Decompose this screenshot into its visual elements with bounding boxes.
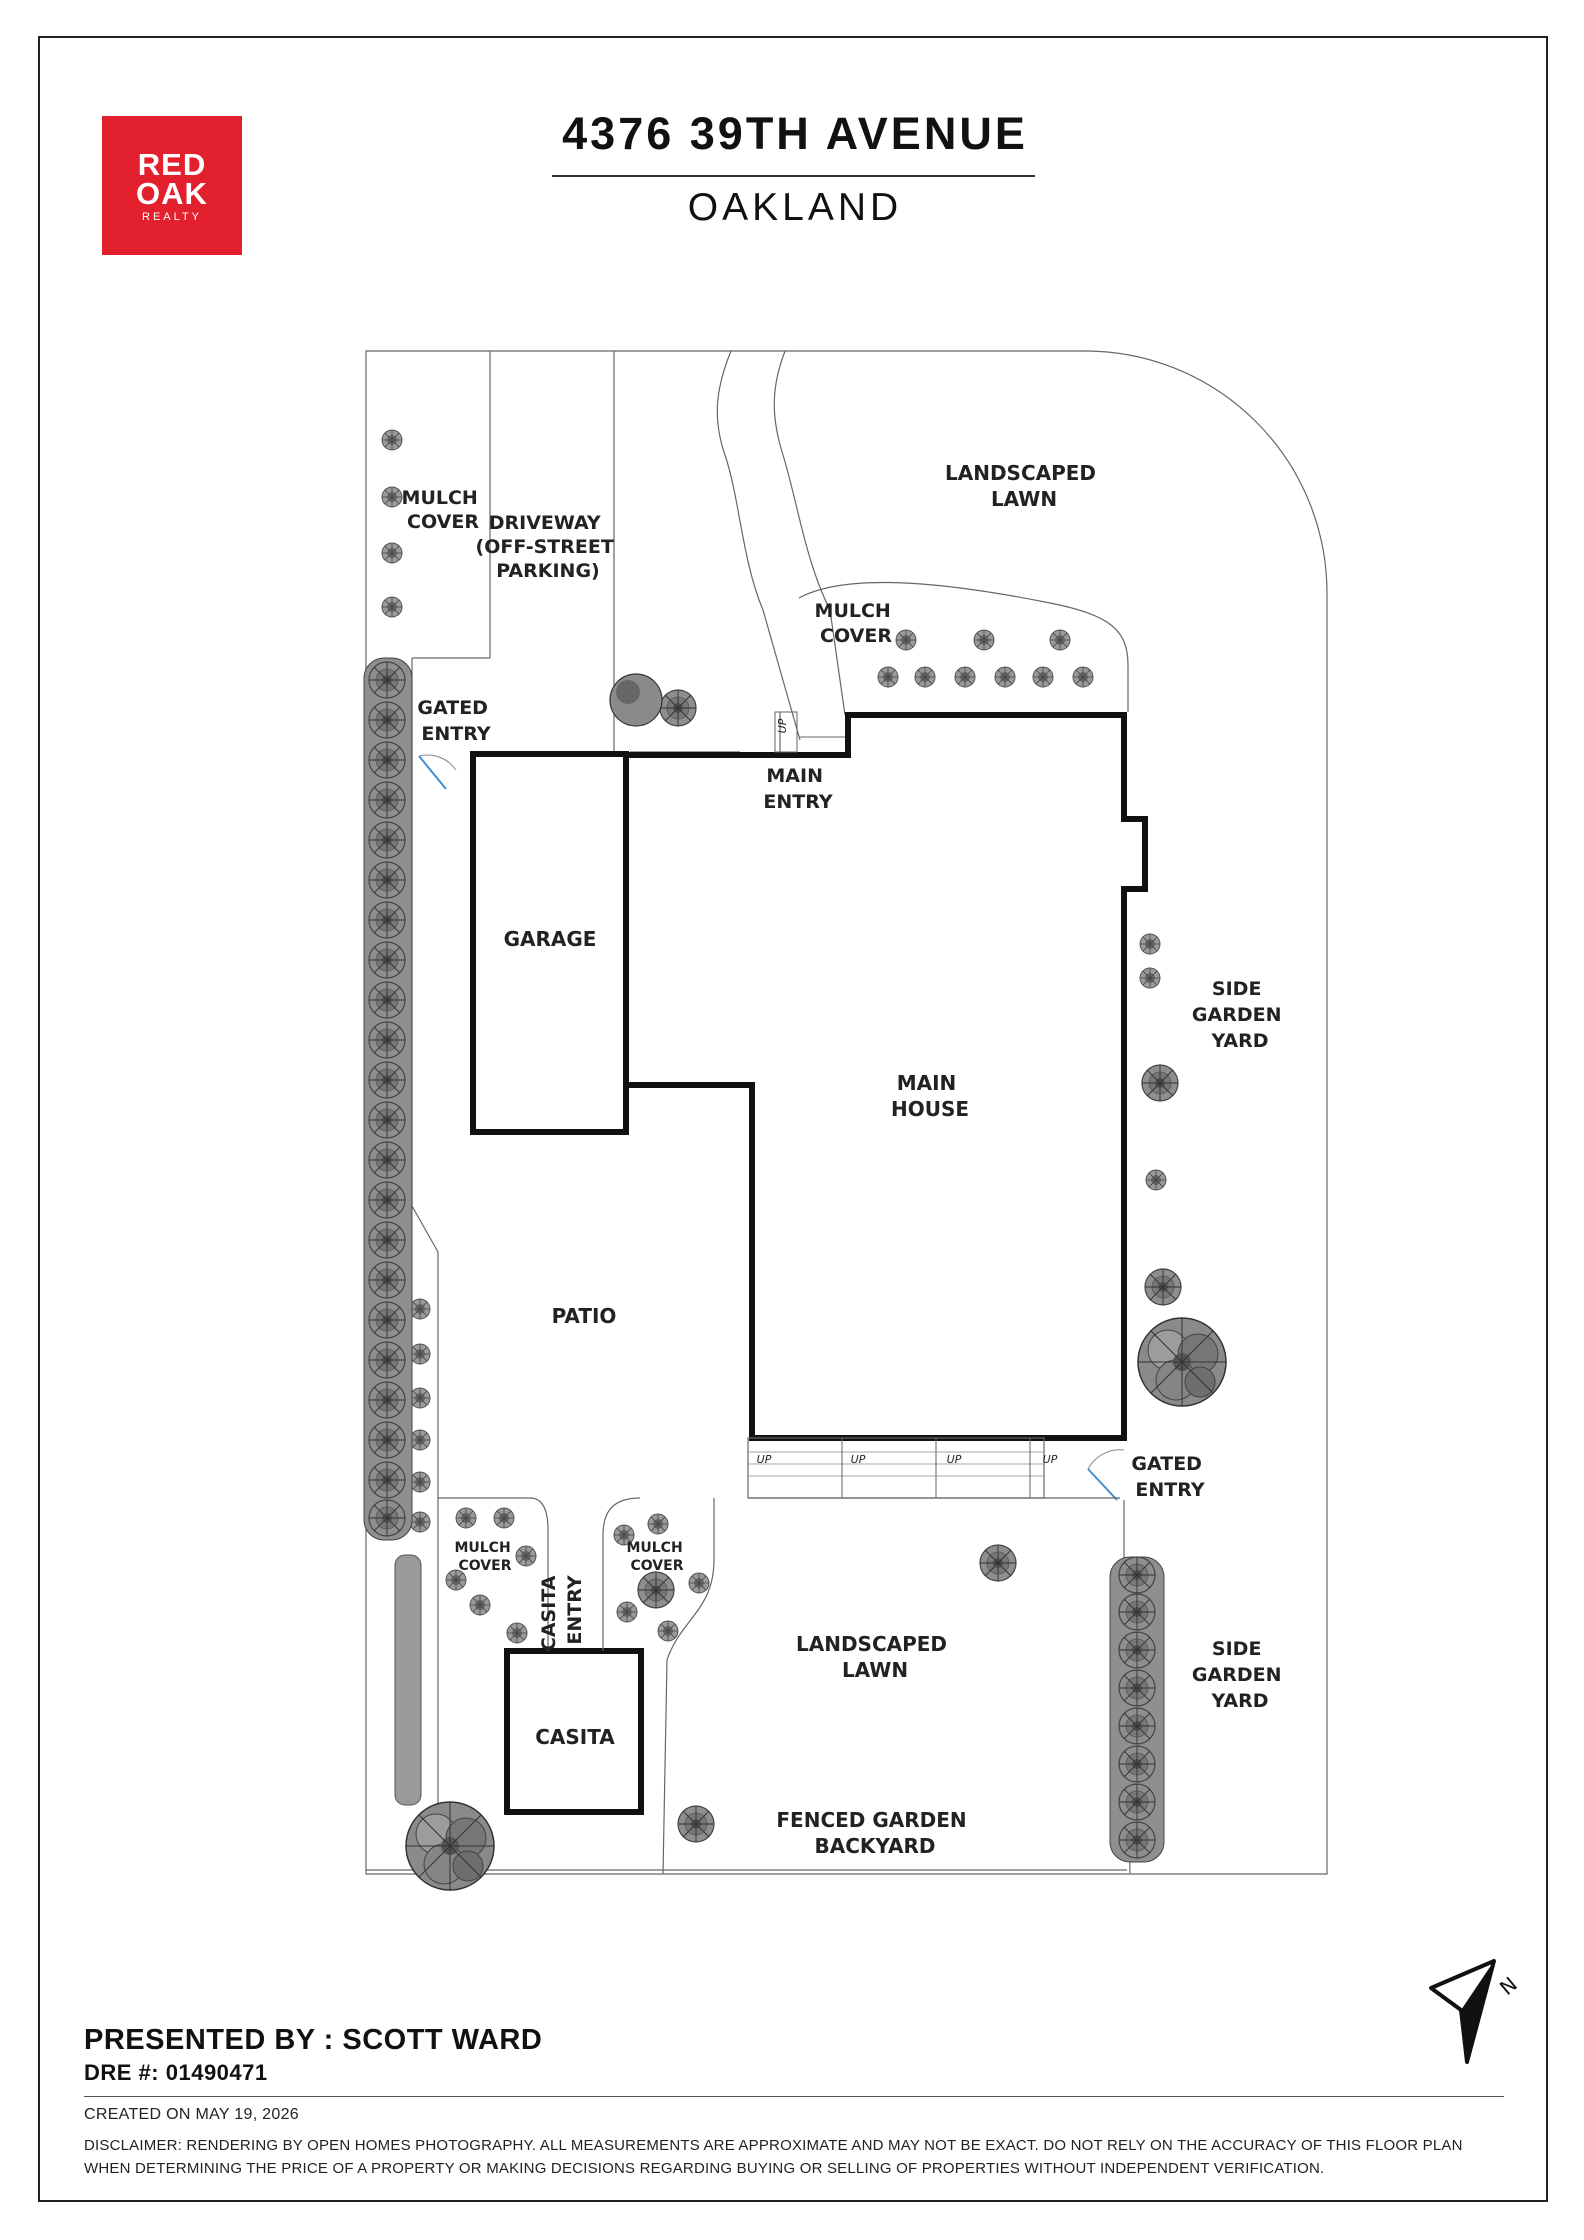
created-date: CREATED ON MAY 19, 2026 [84,2106,299,2123]
area-label-side-garden-yard-bottom: SIDE GARDEN YARD [1192,1638,1288,1712]
hedge-left [363,657,422,1806]
dre-number: DRE #: 01490471 [84,2060,268,2085]
property-city-subtitle: OAKLAND [687,186,903,229]
logo-line-realty: REALTY [142,211,202,223]
tree-near-entry [609,673,663,727]
rear-steps: UP UP UP UP [747,1437,1058,1499]
area-label-mulch-cover-top: MULCH COVER [815,600,898,647]
area-label-mulch-cover-small-left: MULCH COVER [454,1540,515,1574]
title-divider [552,175,1035,177]
left-gate-swing [418,755,447,790]
area-label-side-garden-yard-top: SIDE GARDEN YARD [1192,978,1288,1052]
step-up-label: UP [947,1453,962,1466]
area-label-casita-entry: CASITA ENTRY [538,1569,586,1651]
disclaimer-line-1: DISCLAIMER: RENDERING BY OPEN HOMES PHOT… [84,2137,1463,2154]
room-label-casita: CASITA [535,1725,615,1749]
page-frame [38,36,1548,2202]
lot-boundary [365,350,1328,1875]
garage-outline [470,751,629,1135]
step-up-label: UP [776,718,789,733]
north-arrow-icon: N [1429,1959,1522,2064]
garden-path-right [773,350,846,716]
step-up-label: UP [851,1453,866,1466]
logo-line-oak: OAK [136,176,208,211]
area-label-fenced-garden: FENCED GARDEN BACKYARD [776,1808,973,1858]
backyard-fence-left [662,1498,715,1875]
casita-outline [504,1648,644,1815]
disclaimer: DISCLAIMER: RENDERING BY OPEN HOMES PHOT… [84,2134,1504,2180]
mulch-cover-border [798,581,1129,712]
area-label-mulch-cover-small-right: MULCH COVER [626,1540,687,1574]
footer-divider [84,2096,1504,2097]
logo-line-red: RED [137,147,207,182]
step-up-label: UP [1043,1453,1058,1466]
room-label-main-house: MAIN HOUSE [891,1071,969,1121]
presented-by: PRESENTED BY : SCOTT WARD [84,2024,543,2056]
area-label-landscaped-lawn-bottom: LANDSCAPED LAWN [796,1632,954,1682]
north-label: N [1495,1972,1522,2000]
hedge-right [1109,1556,1165,1863]
room-label-garage: GARAGE [504,927,597,951]
right-gate-swing [1087,1468,1118,1501]
main-house-outline [623,712,1148,1441]
garden-path-left [716,350,801,741]
area-label-patio: PATIO [552,1304,617,1328]
red-oak-realty-logo: RED OAK REALTY [102,116,242,255]
area-label-driveway: DRIVEWAY (OFF-STREET PARKING) [476,512,621,582]
area-label-landscaped-lawn-top: LANDSCAPED LAWN [945,461,1103,511]
property-address-title: 4376 39TH AVENUE [562,108,1028,159]
area-label-mulch-cover-left: MULCH COVER [402,487,485,533]
area-label-gated-entry-left: GATED ENTRY [417,697,494,745]
area-label-main-entry: MAIN ENTRY [763,765,832,813]
area-label-gated-entry-right: GATED ENTRY [1131,1453,1208,1501]
step-up-label: UP [757,1453,772,1466]
disclaimer-line-2: WHEN DETERMINING THE PRICE OF A PROPERTY… [84,2160,1325,2177]
main-entry-steps: UP [774,711,798,753]
